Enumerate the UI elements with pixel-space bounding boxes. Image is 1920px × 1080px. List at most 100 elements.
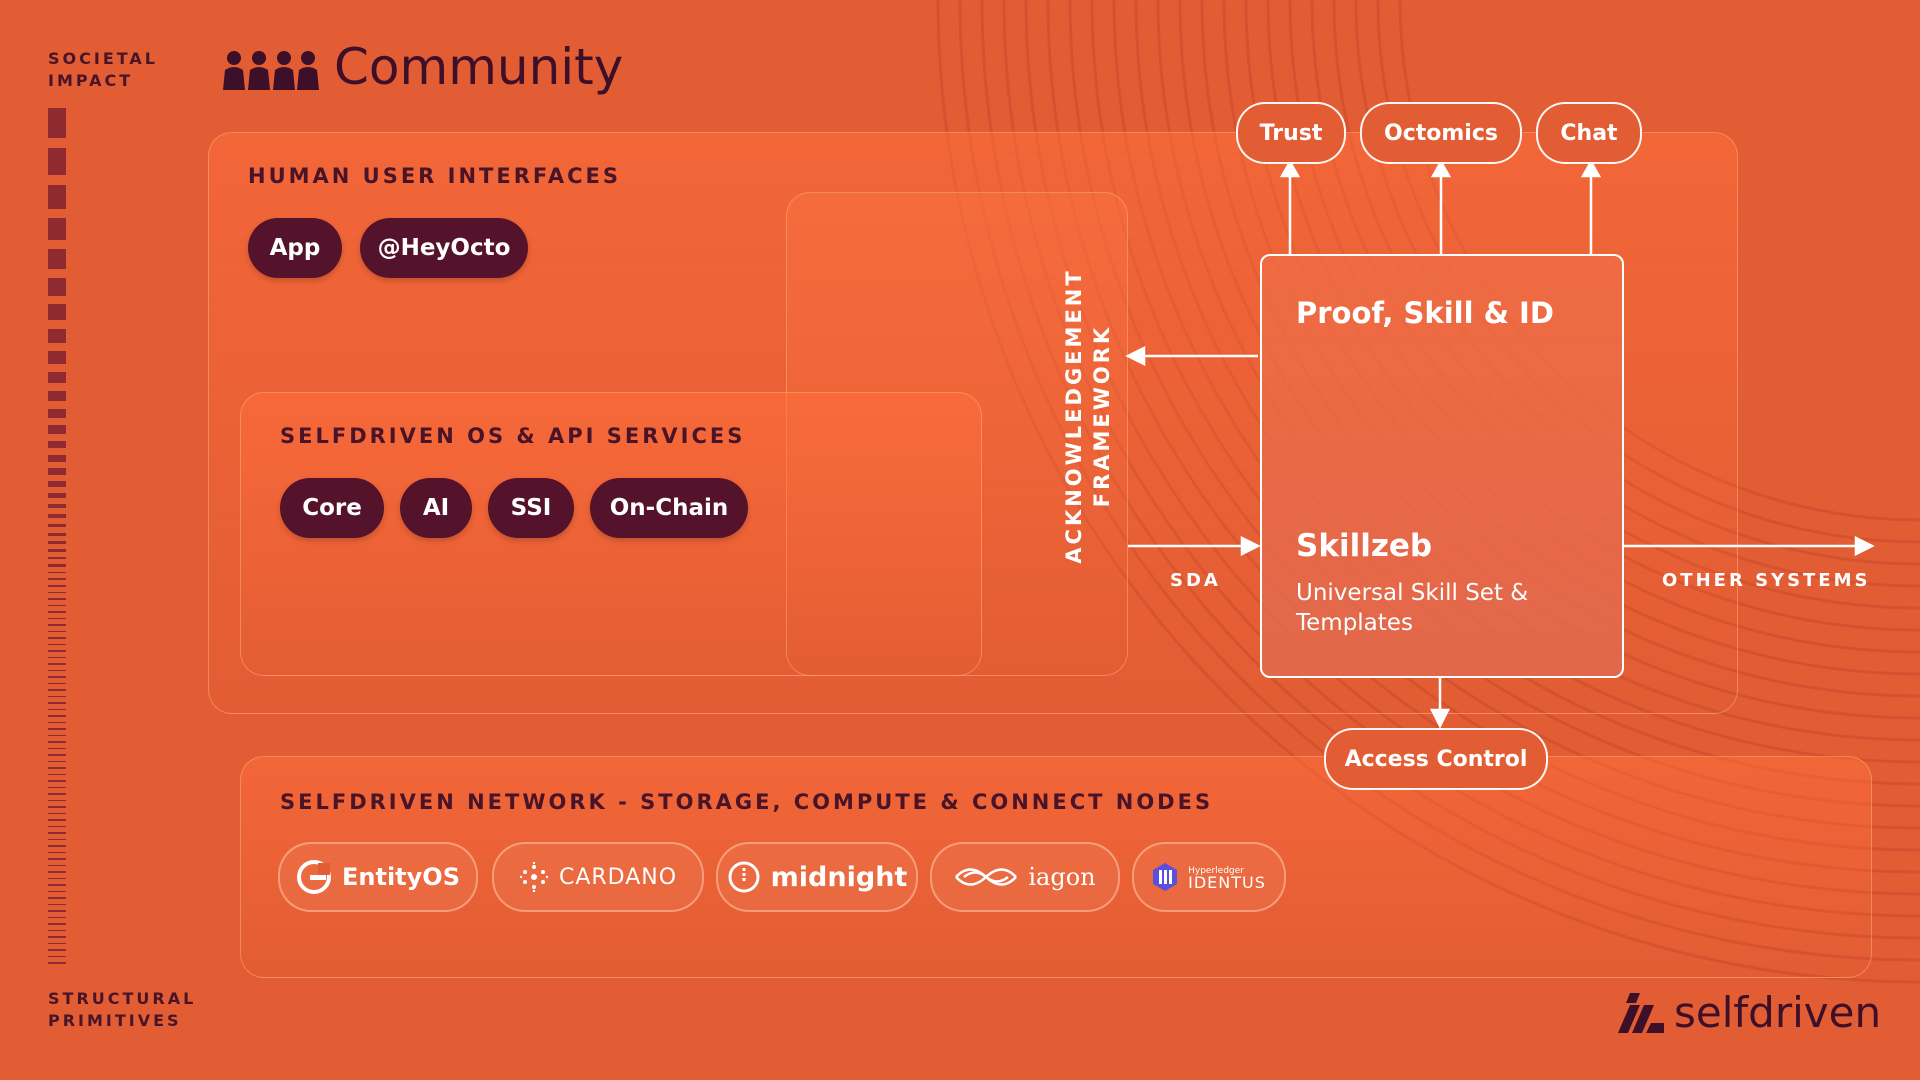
scale-tick bbox=[48, 549, 66, 552]
scale-tick bbox=[48, 513, 66, 518]
scale-tick bbox=[48, 304, 66, 321]
scale-tick bbox=[48, 656, 66, 659]
iagon-node[interactable]: iagon bbox=[930, 842, 1120, 912]
scale-tick bbox=[48, 532, 66, 536]
scale-tick bbox=[48, 371, 66, 384]
scale-tick bbox=[48, 903, 66, 906]
scale-tick bbox=[48, 708, 66, 711]
scale-tick bbox=[48, 350, 66, 364]
scale-tick bbox=[48, 754, 66, 756]
on-chain-pill[interactable]: On-Chain bbox=[590, 478, 748, 538]
ssi-pill[interactable]: SSI bbox=[488, 478, 574, 538]
impact-label: IMPACT bbox=[48, 71, 134, 90]
main-box-title: Proof, Skill & ID bbox=[1296, 296, 1554, 330]
scale-tick bbox=[48, 108, 66, 138]
scale-tick bbox=[48, 825, 66, 828]
brand-name: selfdriven bbox=[1674, 988, 1882, 1037]
scale-tick bbox=[48, 838, 66, 841]
scale-tick bbox=[48, 760, 66, 763]
entityos-label: EntityOS bbox=[342, 863, 460, 891]
identus-wordmark: Hyperledger IDENTUS bbox=[1188, 865, 1266, 891]
scale-tick bbox=[48, 747, 66, 750]
scale-tick bbox=[48, 556, 66, 560]
midnight-node[interactable]: midnight bbox=[716, 842, 918, 912]
scale-tick bbox=[48, 741, 66, 743]
scale-tick bbox=[48, 721, 66, 724]
scale-tick bbox=[48, 682, 66, 685]
scale-tick bbox=[48, 897, 66, 899]
scale-tick bbox=[48, 734, 66, 737]
scale-tick bbox=[48, 492, 66, 498]
network-title: SELFDRIVEN NETWORK - STORAGE, COMPUTE & … bbox=[280, 790, 1214, 814]
scale-tick bbox=[48, 523, 66, 528]
scale-tick bbox=[48, 663, 66, 665]
os-api-title: SELFDRIVEN OS & API SERVICES bbox=[280, 424, 746, 448]
page-title: Community bbox=[334, 38, 624, 96]
scale-tick bbox=[48, 832, 66, 834]
scale-tick bbox=[48, 541, 66, 545]
scale-tick bbox=[48, 689, 66, 691]
other-systems-label: OTHER SYSTEMS bbox=[1662, 570, 1871, 591]
core-pill[interactable]: Core bbox=[280, 478, 384, 538]
scale-tick bbox=[48, 630, 66, 633]
primitives-label: PRIMITIVES bbox=[48, 1011, 182, 1030]
iagon-logo-icon bbox=[955, 868, 1018, 886]
description-line-2: Templates bbox=[1296, 610, 1413, 636]
midnight-logo-icon bbox=[728, 861, 760, 893]
scale-tick bbox=[48, 871, 66, 873]
scale-tick bbox=[48, 702, 66, 704]
cardano-node[interactable]: CARDANO bbox=[492, 842, 704, 912]
access-control-pill[interactable]: Access Control bbox=[1324, 728, 1548, 790]
scale-tick bbox=[48, 962, 66, 964]
scale-tick bbox=[48, 799, 66, 802]
scale-tick bbox=[48, 468, 66, 475]
hyperledger-label: Hyperledger bbox=[1188, 866, 1244, 876]
scale-tick bbox=[48, 643, 66, 646]
selfdriven-brand: selfdriven bbox=[1618, 988, 1881, 1037]
scale-tick bbox=[48, 650, 66, 652]
scale-tick bbox=[48, 773, 66, 776]
identus-node[interactable]: Hyperledger IDENTUS bbox=[1132, 842, 1286, 912]
skillzeb-description: Universal Skill Set & Templates bbox=[1296, 578, 1528, 638]
scale-tick bbox=[48, 780, 66, 782]
trust-pill[interactable]: Trust bbox=[1236, 102, 1346, 164]
scale-tick bbox=[48, 617, 66, 620]
scale-tick bbox=[48, 591, 66, 594]
scale-tick bbox=[48, 845, 66, 847]
scale-tick bbox=[48, 884, 66, 886]
proof-skill-id-box: Proof, Skill & ID Skillzeb Universal Ski… bbox=[1260, 254, 1624, 678]
entityos-node[interactable]: EntityOS bbox=[278, 842, 478, 912]
scale-tick bbox=[48, 728, 66, 730]
scale-tick bbox=[48, 277, 66, 296]
entityos-logo-icon bbox=[297, 860, 331, 894]
selfdriven-logo-icon bbox=[1618, 992, 1664, 1033]
scale-tick bbox=[48, 793, 66, 795]
people-group-icon bbox=[223, 51, 319, 90]
scale-tick bbox=[48, 676, 66, 678]
scale-tick bbox=[48, 390, 66, 402]
scale-tick bbox=[48, 408, 66, 419]
ai-pill[interactable]: AI bbox=[400, 478, 472, 538]
scale-tick bbox=[48, 949, 66, 951]
scale-tick bbox=[48, 455, 66, 462]
scale-tick bbox=[48, 812, 66, 815]
scale-tick bbox=[48, 858, 66, 860]
octomics-pill[interactable]: Octomics bbox=[1360, 102, 1522, 164]
cardano-logo-icon bbox=[519, 862, 549, 892]
heyocto-pill[interactable]: @HeyOcto bbox=[360, 218, 528, 278]
scale-tick bbox=[48, 425, 66, 434]
scale-tick bbox=[48, 148, 66, 175]
iagon-label: iagon bbox=[1028, 863, 1096, 891]
scale-tick bbox=[48, 767, 66, 769]
description-line-1: Universal Skill Set & bbox=[1296, 580, 1529, 606]
scale-tick bbox=[48, 851, 66, 854]
scale-tick bbox=[48, 864, 66, 867]
scale-tick bbox=[48, 624, 66, 626]
scale-tick bbox=[48, 503, 66, 509]
scale-tick bbox=[48, 955, 66, 958]
scale-tick bbox=[48, 936, 66, 938]
app-pill[interactable]: App bbox=[248, 218, 342, 278]
scale-tick bbox=[48, 637, 66, 639]
chat-pill[interactable]: Chat bbox=[1536, 102, 1642, 164]
